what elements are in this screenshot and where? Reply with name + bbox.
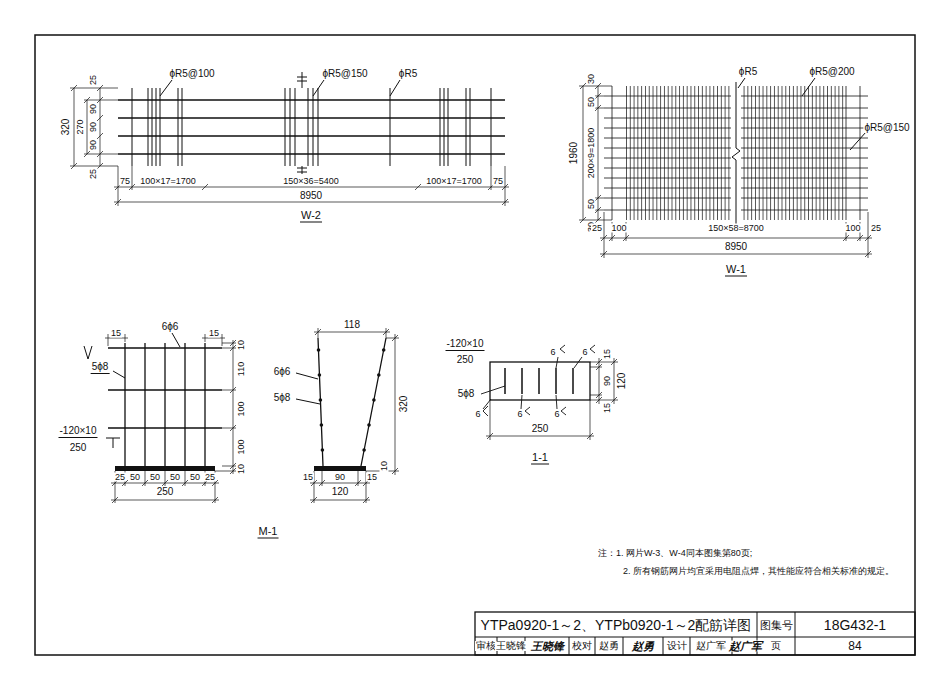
dimension-text: 25 [114,473,126,482]
dimension-text: 150×58=8700 [707,224,765,233]
view-label: 1-1 [531,452,549,465]
rebar-callout: ϕR5 [398,69,418,79]
dimension-text: 50 [129,473,141,482]
dimension-text: 100 [844,224,861,233]
dimension-text: 8950 [724,242,748,252]
dimension-text: 100 [610,224,627,233]
rebar-callout: 250 [456,355,475,365]
signature: 王晓锋 [530,641,565,652]
title-cell: 页 [770,641,782,651]
rebar-callout: 6ϕ6 [273,367,292,377]
note-text: 注：1. 网片W-3、W-4同本图集第80页; [597,549,753,558]
dimension-text: 50 [169,473,181,482]
rebar-callout: 250 [69,443,88,453]
dimension-text: 90 [334,473,346,482]
rebar-callout: 6ϕ6 [161,322,180,332]
rebar-callout: 5ϕ8 [273,393,292,403]
dimension-text: 250 [531,424,550,434]
rebar-callout: 5ϕ8 [91,362,110,374]
dimension-text: 90 [603,375,612,387]
dimension-text: 25 [89,74,98,86]
dimension-text: 15 [302,473,314,482]
dimension-text: 50 [189,473,201,482]
view-label: W-1 [725,264,747,277]
dimension-text: 320 [61,118,71,137]
dimension-text: 15 [603,348,612,360]
dimension-text: 200×9=1800 [587,127,596,180]
dimension-text: 15 [603,402,612,414]
dimension-text: 15 [110,329,122,338]
title-cell: 赵勇 [598,641,620,651]
dimension-text: 15 [208,329,220,338]
dimension-text: 8950 [299,191,323,201]
weld-size: 6 [516,410,523,419]
title-cell: 设计 [666,641,688,651]
title-cell: 84 [847,640,862,652]
dimension-text: 100×17=1700 [139,177,197,186]
rebar-callout: 5ϕ8 [457,389,476,399]
rebar-callout: ϕR5@150 [863,123,910,133]
dimension-text: 150×36=5400 [282,177,340,186]
title-cell: 王晓锋 [495,641,527,651]
weld-size: 6 [553,410,560,419]
dimension-text: 270 [76,118,85,135]
dimension-text: 100×17=1700 [425,177,483,186]
dimension-text: 25 [204,473,216,482]
dimension-text: 120 [617,372,627,391]
weld-size: 6 [581,348,588,357]
view-label: M-1 [258,526,279,539]
rebar-callout: ϕR5@100 [168,69,215,79]
title-cell: 图集号 [759,620,794,631]
signature: 赵广军 [728,641,763,652]
signature: 赵勇 [631,641,655,652]
dimension-text: 110 [237,361,246,377]
dimension-text: 10 [380,460,389,472]
dimension-text: 90 [89,121,98,133]
dimension-text: 75 [492,177,504,186]
rebar-callout: ϕR5@200 [808,67,855,77]
dimension-text: 90 [89,103,98,115]
weld-size: 6 [474,410,481,419]
title-cell: 赵广军 [695,641,727,651]
dimension-text: 25 [870,224,882,233]
drawing-title: YTPa0920-1～2、YTPb0920-1～2配筋详图 [480,618,753,632]
dimension-text: 30 [587,73,596,85]
note-text: 2. 所有钢筋网片均宜采用电阻点焊，其性能应符合相关标准的规定。 [622,567,895,576]
title-cell: 审核 [475,641,497,651]
title-cell: 18G432-1 [823,618,887,632]
rebar-callout: ϕR5@150 [321,69,368,79]
dimension-text: 25 [591,224,603,233]
rebar-callout: -120×10 [59,426,98,438]
title-cell: 校对 [571,641,593,651]
dimension-text: 15 [366,473,378,482]
view-label: W-2 [300,210,322,223]
dimension-text: 10 [237,463,246,475]
dimension-text: 50 [587,96,596,108]
dimension-text: 118 [343,320,361,330]
dimension-text: 250 [156,487,175,497]
dimension-text: 1960 [569,141,579,165]
dimension-text: 120 [331,487,350,497]
dimension-text: 50 [587,198,596,210]
dimension-text: 100 [237,438,246,455]
rebar-callout: -120×10 [446,339,485,351]
dimension-text: 10 [237,339,246,351]
dimension-text: 50 [149,473,161,482]
weld-size: 6 [549,348,556,357]
dimension-text: 90 [89,139,98,151]
rebar-callout: ϕR5 [738,67,758,77]
dimension-text: 100 [237,400,246,417]
dimension-text: 75 [119,177,131,186]
dimension-text: 25 [89,168,98,180]
dimension-text: 320 [399,395,409,414]
